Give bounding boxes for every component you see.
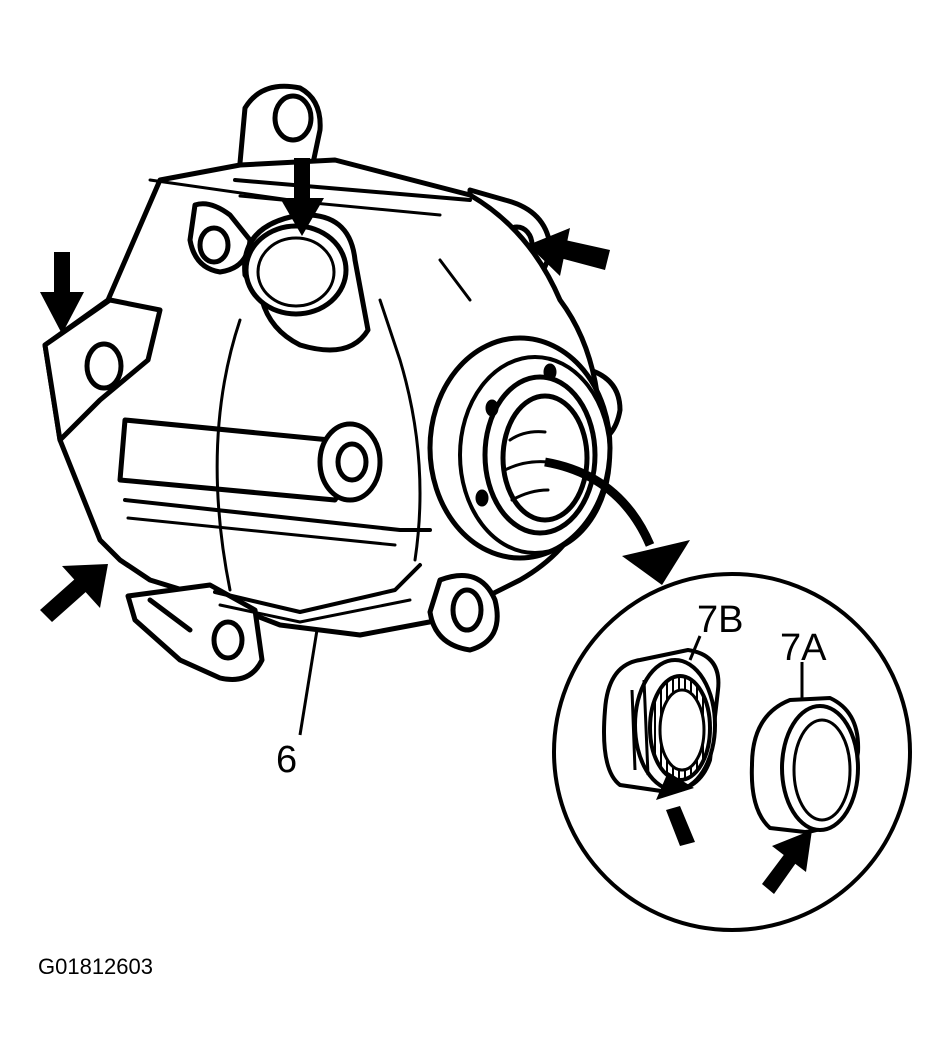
leader-7b: [688, 635, 702, 661]
housing: [42, 83, 623, 682]
arrow-left: [40, 252, 84, 334]
location-arrows: [40, 158, 610, 622]
detail-arrows: [656, 772, 812, 894]
arrow-top: [280, 158, 324, 236]
callout-7a: 7A: [780, 627, 827, 669]
arrow-7a: [762, 830, 812, 894]
callout-6: 6: [276, 739, 297, 781]
figure-id: G01812603: [38, 954, 153, 979]
detail-pointer-arrowhead: [622, 540, 690, 585]
leader-6: [298, 629, 319, 736]
detail-pointer-arrow: [544, 457, 655, 547]
callout-7b: 7B: [697, 599, 743, 641]
needle-bearing: [602, 648, 721, 794]
arrow-7b: [656, 772, 695, 846]
arrow-right: [528, 228, 610, 276]
seal-ring: [749, 696, 861, 834]
arrow-bottom-left: [40, 564, 108, 622]
